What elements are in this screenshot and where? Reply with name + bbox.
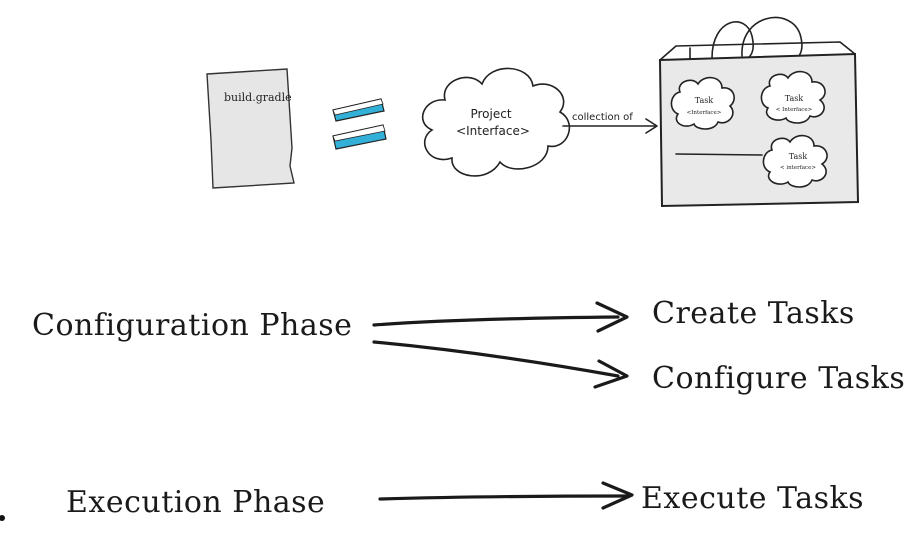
task-cloud-1: Task <Interface> bbox=[670, 76, 735, 130]
project-cloud: Project <Interface> bbox=[421, 67, 571, 177]
task-subtitle-1: <Interface> bbox=[687, 110, 722, 116]
relation-label: collection of bbox=[572, 112, 633, 123]
task-collection-bag: Task <Interface> Task < Interface> Task … bbox=[658, 16, 860, 208]
execute-tasks-label: Execute Tasks bbox=[641, 481, 864, 516]
arrow-execute-tasks bbox=[378, 494, 630, 501]
edge-dot-mark bbox=[0, 515, 5, 521]
configuration-phase-label: Configuration Phase bbox=[32, 308, 352, 343]
project-subtitle: <Interface> bbox=[456, 124, 530, 138]
task-subtitle-3: < interface> bbox=[780, 165, 816, 171]
arrow-head-create-tasks bbox=[595, 301, 629, 333]
collection-of-arrow: collection of bbox=[562, 112, 658, 134]
file-label: build.gradle bbox=[224, 91, 292, 104]
task-subtitle-2: < Interface> bbox=[776, 107, 813, 113]
arrow-create-tasks bbox=[372, 315, 620, 327]
configure-tasks-label: Configure Tasks bbox=[652, 361, 905, 396]
task-cloud-3: Task < interface> bbox=[762, 134, 828, 188]
arrow-head-configure-tasks bbox=[593, 359, 629, 389]
arrow-configure-tasks bbox=[372, 340, 620, 378]
bag-divider-line bbox=[675, 153, 763, 156]
equals-sign-icon bbox=[332, 98, 387, 150]
create-tasks-label: Create Tasks bbox=[652, 296, 855, 331]
configuration-phase-group: Configuration Phase Create Tasks Configu… bbox=[32, 296, 905, 396]
task-title-1: Task bbox=[695, 96, 714, 105]
execution-phase-group: Execution Phase Execute Tasks bbox=[66, 481, 864, 520]
task-title-3: Task bbox=[789, 152, 808, 161]
build-gradle-file-icon: build.gradle bbox=[206, 68, 295, 189]
arrow-head-execute-tasks bbox=[601, 481, 634, 510]
task-title-2: Task bbox=[785, 94, 804, 103]
project-title: Project bbox=[470, 107, 511, 121]
execution-phase-label: Execution Phase bbox=[66, 485, 325, 520]
task-cloud-2: Task < Interface> bbox=[760, 70, 826, 124]
